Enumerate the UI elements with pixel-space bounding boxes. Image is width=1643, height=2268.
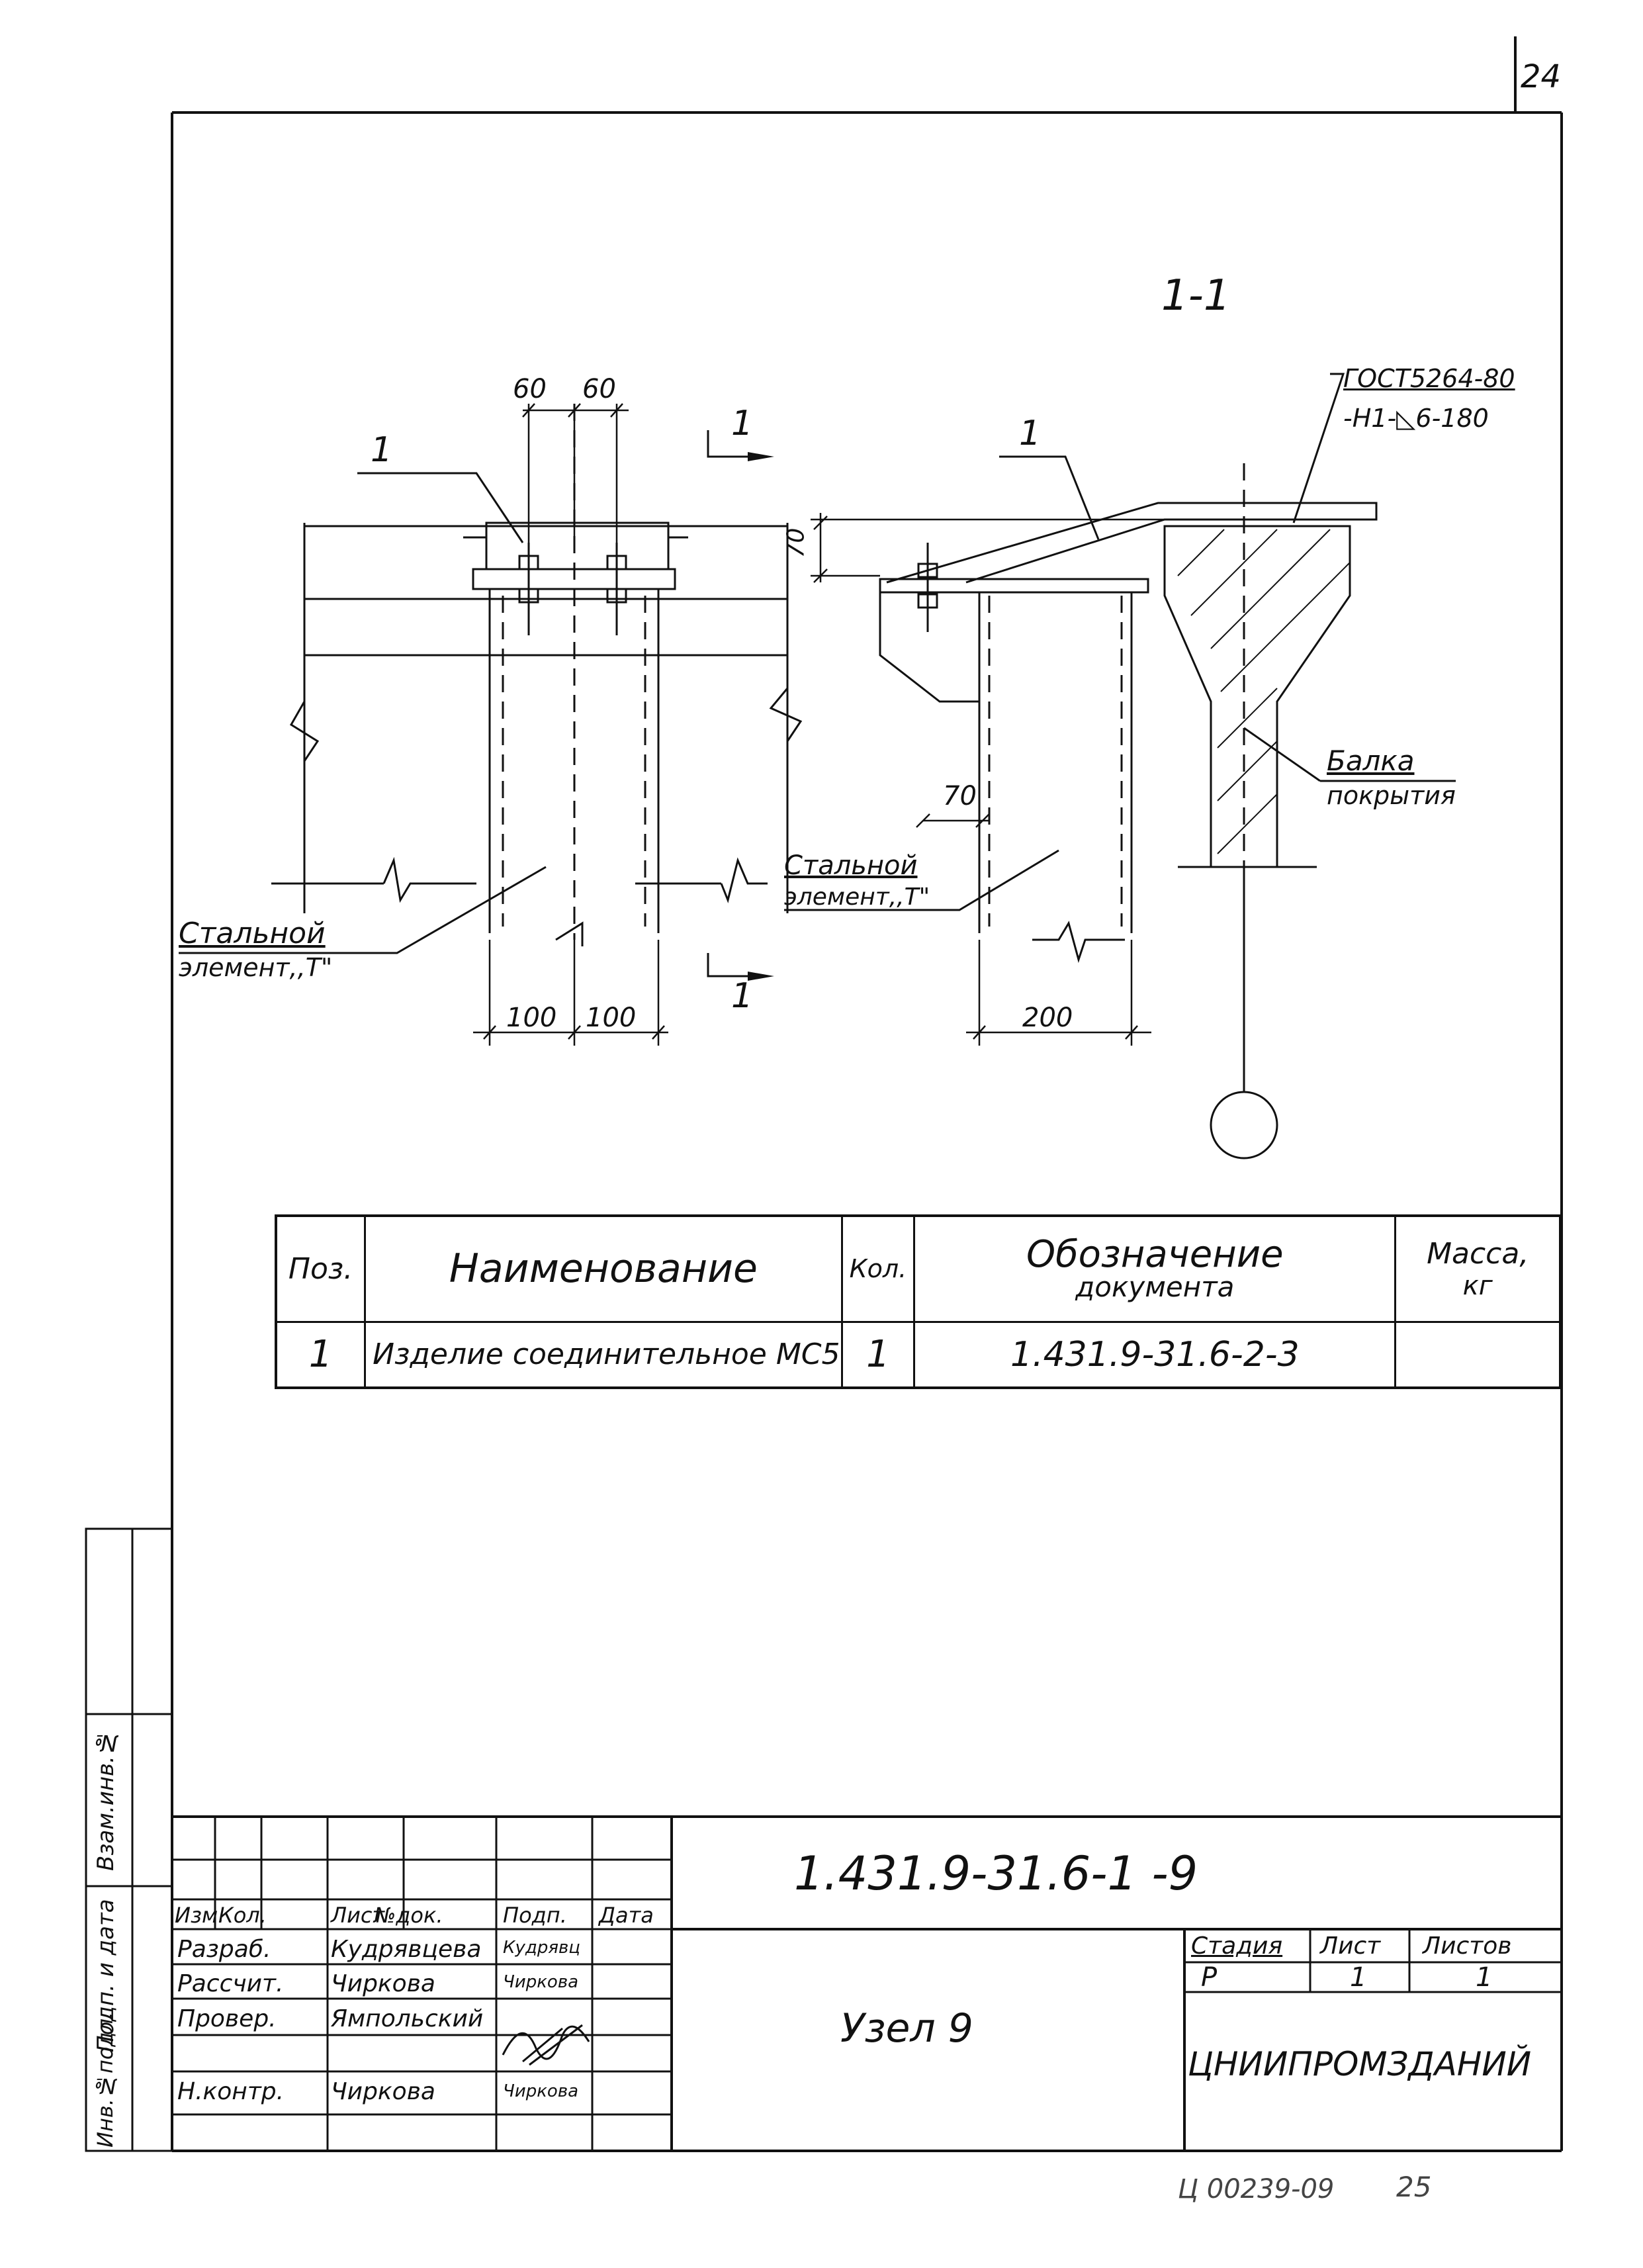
side-inv-orig: Инв.№подл. [93,2011,118,2148]
spec-table: Поз. Наименование Кол. Обозначение докум… [275,1214,1562,1389]
row-name: Изделие соединительное МС5 [364,1320,843,1389]
tb-sign-developer: Кудрявц [503,1938,580,1958]
tb-role-checker: Провер. [177,2005,277,2032]
footer-number: 25 [1396,2171,1432,2203]
steel-element-left-label-2: элемент,,Т" [179,953,333,982]
header-qty: Кол. [840,1214,916,1323]
dim-height-lower: 70 [943,781,977,811]
spec-table-header: Поз. Наименование Кол. Обозначение докум… [275,1214,1562,1323]
header-mass-line1: Масса, [1427,1236,1529,1271]
tb-sheet-header: Лист [1320,1932,1381,1960]
tb-sign-normcontrol: Чиркова [503,2081,579,2101]
tb-header-date: Дата [599,1903,654,1928]
position-callout-left: 1 [371,430,393,470]
dim-top-left: 60 [513,374,547,404]
tb-name-developer: Кудрявцева [331,1936,482,1963]
dim-height-upper: 70 [782,527,810,559]
weld-standard: ГОСТ5264-80 [1343,364,1515,393]
dim-top-right: 60 [582,374,616,404]
beam-label: Балка [1327,745,1415,777]
tb-sign-calculator: Чиркова [503,1972,579,1992]
steel-element-right-label: Стальной [784,850,918,881]
tb-header-sheet: Лист [331,1903,385,1928]
header-doc-line2: документа [1075,1271,1235,1304]
tb-name-calculator: Чиркова [331,1970,435,1997]
side-stamp-frame [85,1527,173,2152]
table-row: 1 Изделие соединительное МС5 1 1.431.9-3… [275,1320,1562,1389]
beam-label-2: покрытия [1327,781,1456,810]
dim-bottom-left: 100 [506,1003,557,1033]
header-mass: Масса, кг [1394,1214,1562,1323]
signature-provider [502,2025,590,2060]
document-code: 1.431.9-31.6-1 -9 [794,1846,1198,1901]
row-mass [1394,1320,1562,1389]
steel-element-left-label: Стальной [179,917,326,950]
tb-header-doc-no: №док. [374,1903,443,1928]
header-doc-line1: Обозначение [1026,1233,1284,1277]
tb-organization: ЦНИИПРОМЗДАНИЙ [1188,2045,1532,2083]
weld-spec: -Н1-◺6-180 [1343,404,1489,433]
header-pos: Поз. [275,1214,367,1323]
tb-sheet-value: 1 [1350,1962,1367,1993]
tb-sheets-value: 1 [1476,1962,1493,1993]
steel-element-right-label-2: элемент,,Т" [784,884,930,911]
section-mark: 1-1 [1161,271,1231,320]
dim-bottom-width: 200 [1022,1003,1073,1033]
drawing-frame [171,36,1563,2152]
tb-header-change: Изм. [175,1903,225,1928]
header-mass-line2: кг [1462,1270,1493,1301]
tb-header-qty: Кол. [218,1903,267,1928]
tb-name-checker: Ямпольский [331,2005,484,2032]
page-number: 24 [1521,58,1562,95]
tb-name-normcontrol: Чиркова [331,2078,435,2105]
row-doc: 1.431.9-31.6-2-3 [913,1320,1397,1389]
header-name: Наименование [364,1214,843,1323]
tb-role-calculator: Рассчит. [177,1970,284,1997]
row-qty: 1 [840,1320,916,1389]
cut-mark-bottom: 1 [731,976,754,1016]
header-doc: Обозначение документа [913,1214,1397,1323]
tb-stage-header: Стадия [1191,1932,1283,1960]
side-inv-replace: Взам.инв.№ [93,1729,119,1871]
position-callout-right: 1 [1019,414,1042,453]
cut-mark-top: 1 [731,404,754,443]
signature-provider-2 [522,2024,583,2066]
row-pos: 1 [275,1320,367,1389]
footer-code: Ц 00239-09 [1178,2174,1335,2204]
drawing-title: Узел 9 [840,2005,973,2052]
left-view [179,403,803,1046]
tb-role-normcontrol: Н.контр. [177,2078,285,2105]
tb-header-sign: Подп. [503,1903,567,1928]
tb-role-developer: Разраб. [177,1936,271,1963]
tb-stage-value: Р [1201,1962,1218,1993]
right-view [784,373,1456,1159]
dim-bottom-right: 100 [586,1003,637,1033]
tb-sheets-header: Листов [1423,1932,1512,1960]
title-block-grid [172,1815,1562,2151]
